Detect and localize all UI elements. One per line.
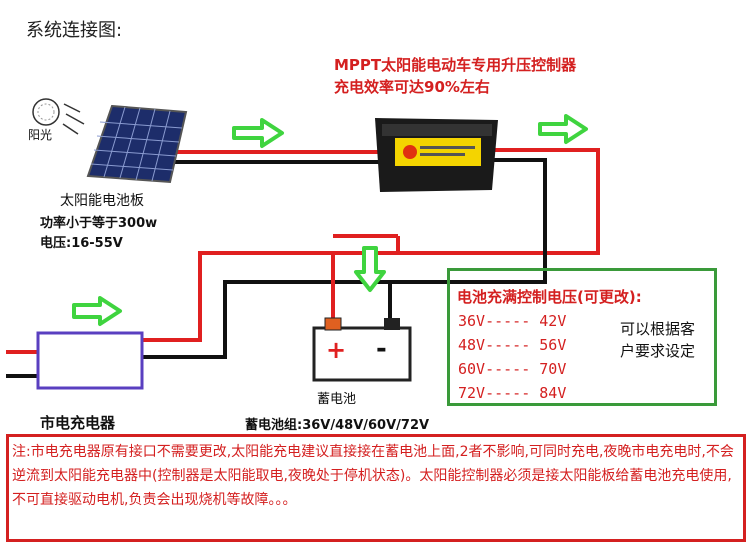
panel-label: 太阳能电池板 [60,193,144,209]
voltage-info-title: 电池充满控制电压(可更改): [457,288,642,306]
solar-panel-icon [86,104,188,184]
controller-negative-wire [140,158,547,359]
panel-spec: 功率小于等于300w 电压:16-55V [40,214,157,254]
flow-arrow-controller [538,114,588,144]
charger-label: 市电充电器 [40,414,116,432]
controller-title: MPPT太阳能电动车专用升压控制器 充电效率可达90%左右 [334,54,576,98]
mppt-controller-icon [375,118,498,192]
notice-text: 注:市电充电器原有接口不需要更改,太阳能充电建议直接接在蓄电池上面,2者不影响,… [12,444,734,508]
sun-label: 阳光 [28,128,53,142]
voltage-info-box [447,268,717,406]
mains-charger-box [36,331,144,390]
flow-arrow-charger [72,296,122,326]
voltage-row: 60V----- 70V [458,360,567,378]
battery-label: 蓄电池 [317,392,357,407]
voltage-row: 48V----- 56V [458,336,567,354]
diagram-title: 系统连接图: [26,20,123,41]
battery-group: 蓄电池组:36V/48V/60V/72V [245,418,430,433]
battery-plus: + [326,336,347,364]
battery-icon [312,317,412,382]
panel-power: 功率小于等于300w [40,216,158,231]
panel-voltage: 电压:16-55V [40,236,123,251]
flow-arrow-panel [232,118,284,148]
notice-box [6,434,746,542]
flow-arrow-battery [354,246,386,292]
controller-name: MPPT太阳能电动车专用升压控制器 [334,56,577,74]
voltage-row: 72V----- 84V [458,384,567,402]
voltage-row: 36V----- 42V [458,312,567,330]
controller-efficiency: 充电效率可达90%左右 [334,78,490,96]
sun-icon [32,98,85,135]
battery-minus: - [376,334,387,364]
custom-setting-note: 可以根据客户要求设定 [620,320,696,360]
